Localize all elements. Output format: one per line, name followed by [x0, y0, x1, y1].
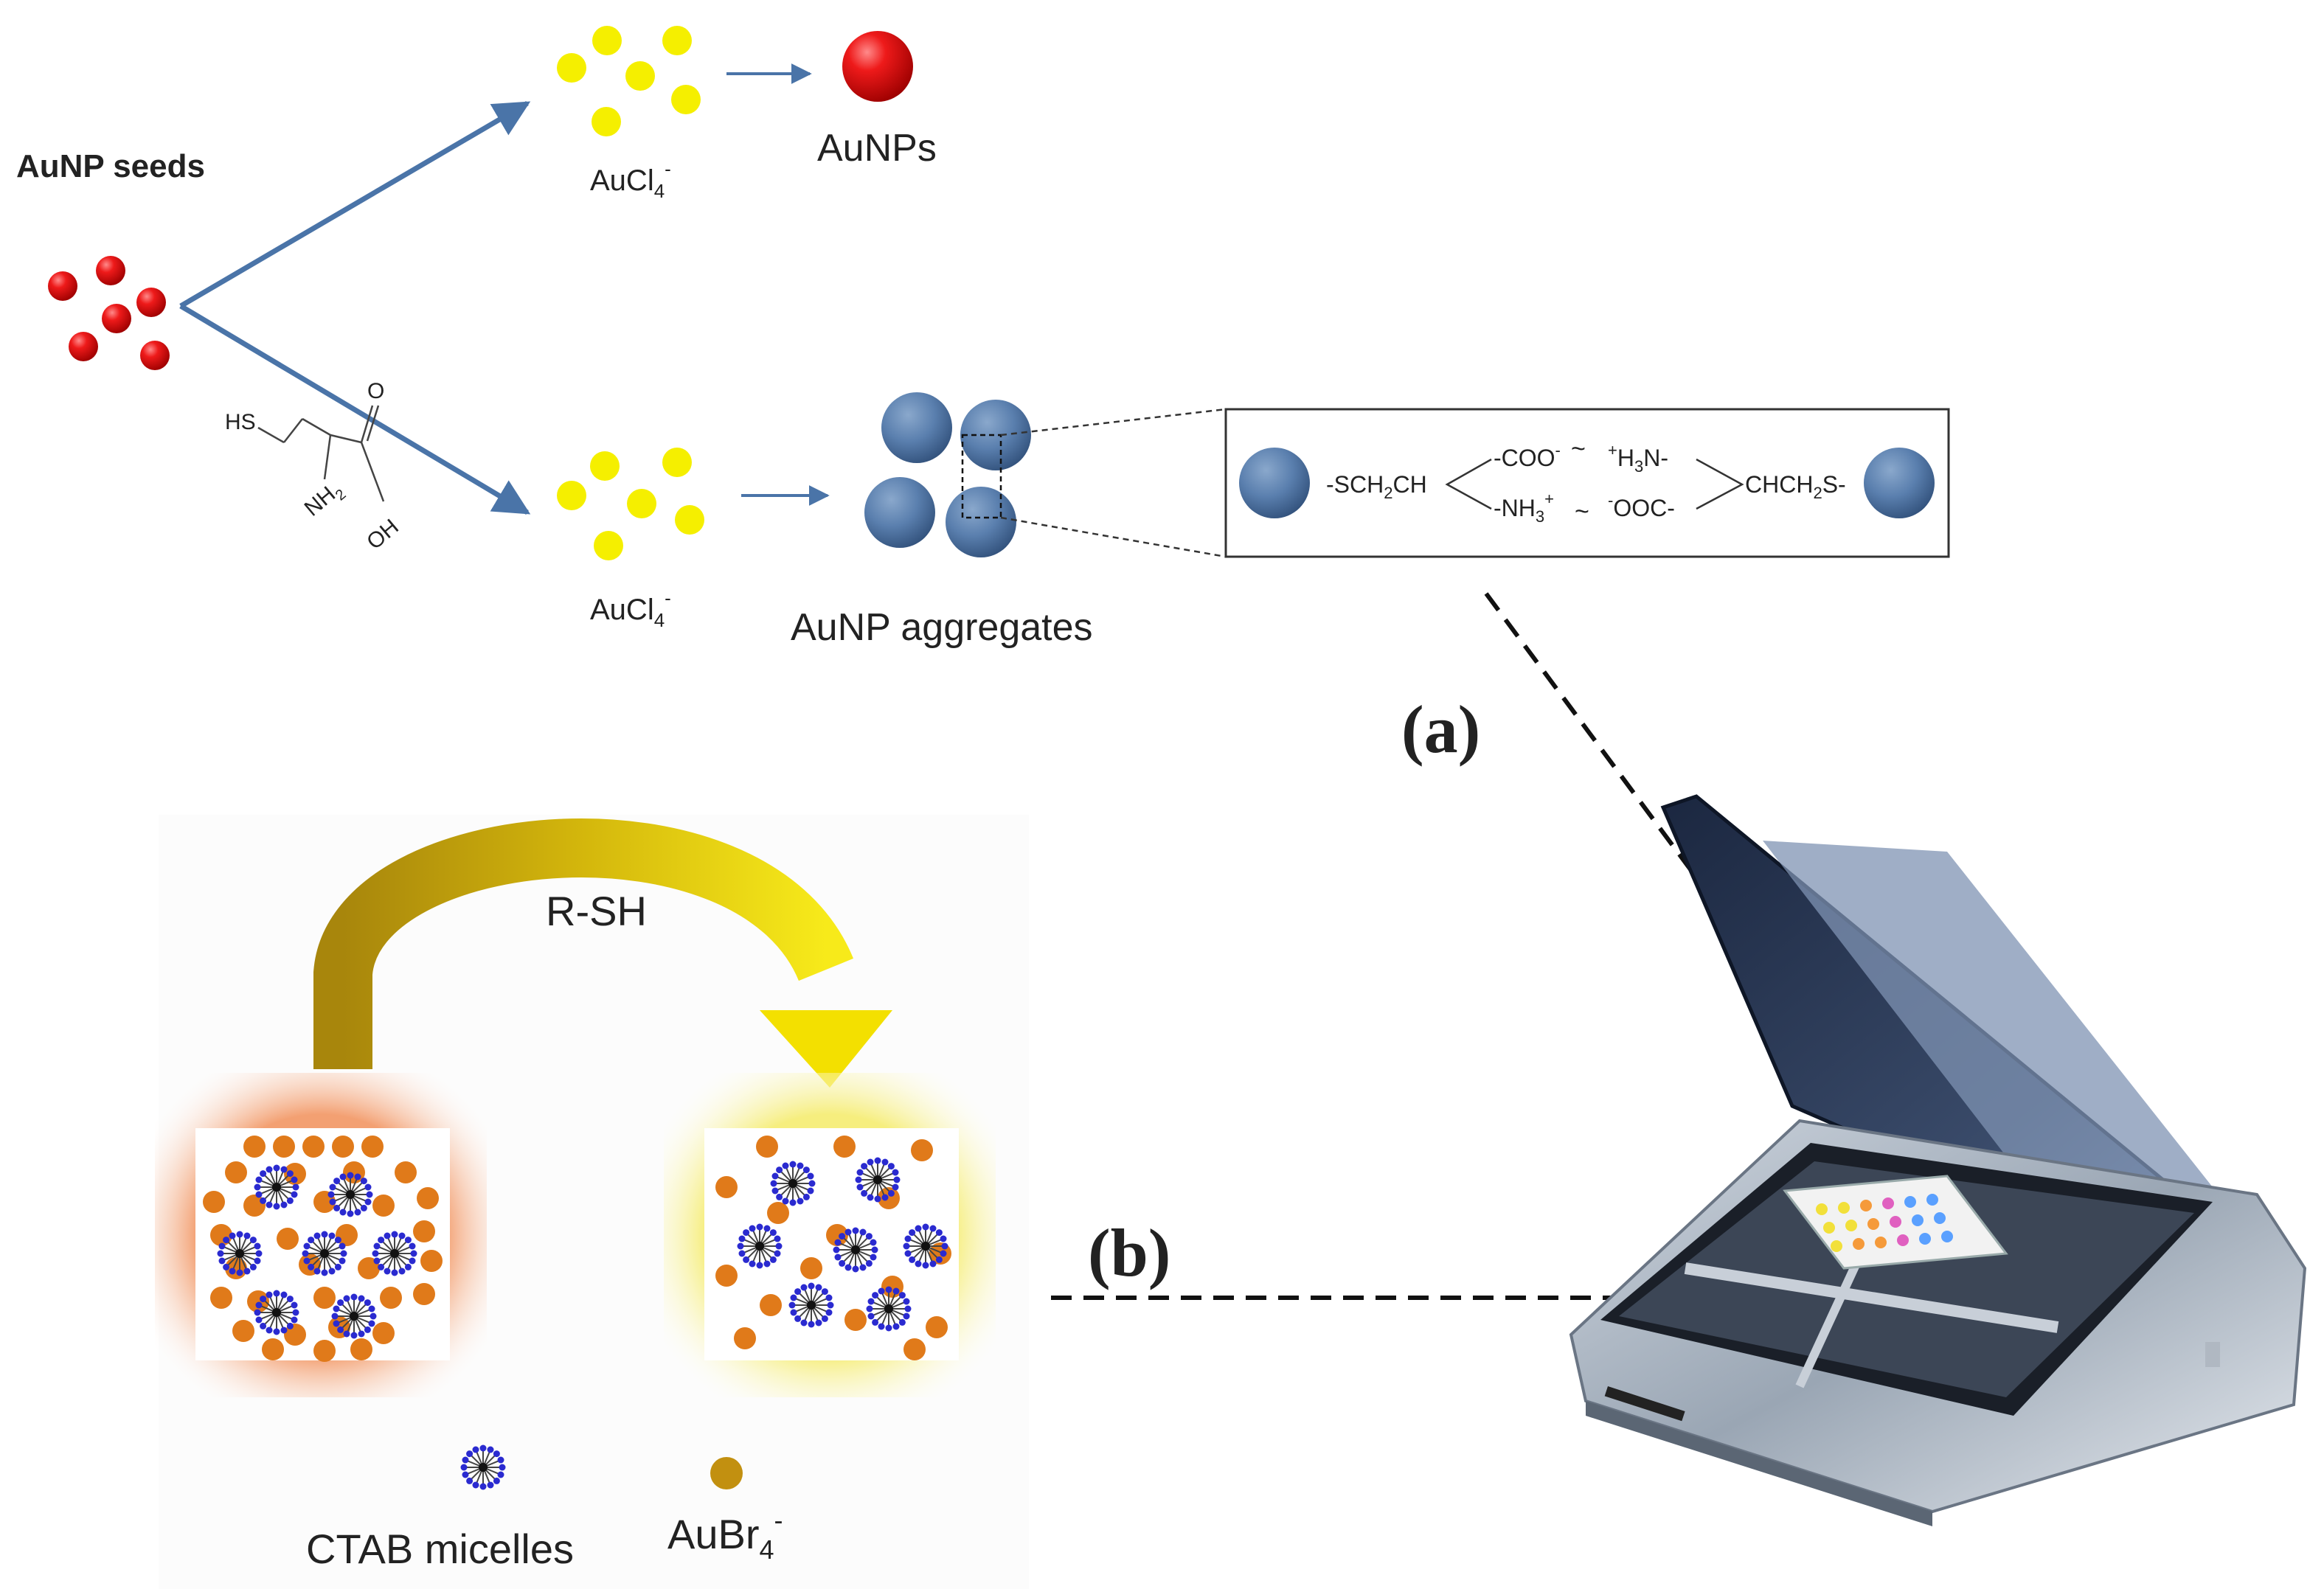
svg-text:O: O: [367, 379, 384, 403]
zoom-line-bottom: [1000, 516, 1227, 558]
svg-text:HS: HS: [225, 410, 256, 434]
branch-arrow-bottom: [179, 303, 531, 515]
linkage-nh3-bottom: -NH3+: [1494, 490, 1554, 526]
rsh-curved-arrow: [313, 818, 854, 1069]
panel-a-label: (a): [1401, 692, 1480, 767]
aucl4-label-bottom: AuCl4-: [590, 587, 671, 631]
linkage-right-group: CHCH2S-: [1745, 471, 1846, 502]
linkage-h3n-top: +H3N-: [1608, 441, 1668, 476]
rsh-label: R-SH: [546, 888, 647, 934]
homocysteine-structure: HS NH2 O OH: [225, 379, 403, 554]
branch-arrow-top: [179, 100, 531, 309]
panel-b-label: (b): [1088, 1215, 1170, 1290]
aubr4-legend-dot: [710, 1457, 743, 1489]
aunp-aggregates: [864, 392, 1031, 557]
aunp-seeds-cluster: [48, 256, 170, 370]
linkage-ooc-bottom: -OOC-: [1608, 491, 1675, 521]
ctab-micelle-legend-icon: [459, 1444, 507, 1491]
aunps-label: AuNPs: [817, 127, 937, 170]
aucl4-ions-bottom: [557, 448, 704, 560]
aucl4-ions-top: [557, 26, 701, 136]
linkage-left-group: -SCH2CH: [1326, 471, 1427, 502]
aubr4-ions-dispersed: [715, 1136, 951, 1360]
rsh-arrow-head: [760, 1010, 892, 1088]
seeds-label: AuNP seeds: [16, 148, 205, 184]
zoom-line-top: [1000, 408, 1227, 437]
aunp-particle: [842, 31, 913, 102]
tilde-top: ~: [1571, 435, 1586, 463]
aucl4-label-top: AuCl4-: [590, 158, 671, 202]
linkage-box: -SCH2CH -COO- -NH3+ ~ ~ +H3N- -OOC- CHCH…: [1224, 408, 1950, 558]
tilde-bottom: ~: [1575, 498, 1589, 526]
linkage-coo-top: -COO-: [1494, 441, 1561, 471]
aggregates-label: AuNP aggregates: [791, 606, 1093, 649]
svg-text:NH2: NH2: [300, 476, 350, 524]
aubr4-ions-packed: [203, 1136, 443, 1362]
aubr4-label: AuBr4-: [667, 1505, 783, 1565]
svg-text:OH: OH: [362, 515, 403, 554]
ctab-label: CTAB micelles: [306, 1526, 574, 1572]
flatbed-scanner-icon: [1569, 794, 2307, 1526]
